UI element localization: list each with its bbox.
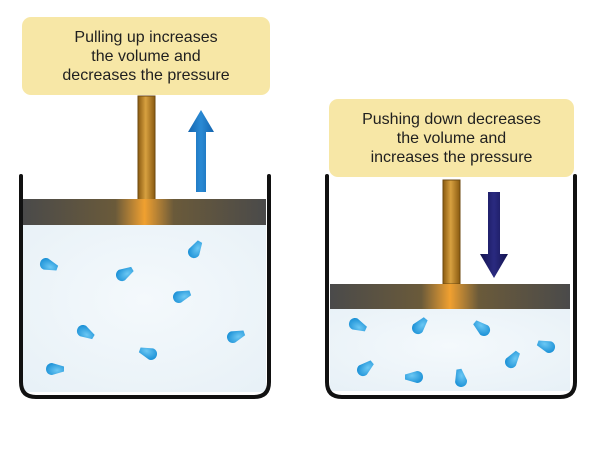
callout-pull-up: Pulling up increases the volume and decr… <box>22 17 270 95</box>
callout-line: the volume and <box>396 129 507 147</box>
callout-line: increases the pressure <box>370 148 533 166</box>
callout-line: Pulling up increases <box>74 28 218 46</box>
left-gas-region <box>23 224 266 392</box>
left-cylinder <box>19 95 271 399</box>
right-container-wall <box>325 174 577 399</box>
callout-push-down: Pushing down decreases the volume and in… <box>329 99 574 177</box>
right-cylinder <box>325 174 577 399</box>
callout-line: Pushing down decreases <box>362 110 541 128</box>
left-container-wall <box>19 174 271 399</box>
callout-line: decreases the pressure <box>62 66 230 84</box>
arrow-up-icon <box>188 110 214 192</box>
right-gas-region <box>330 309 570 391</box>
right-piston-rod <box>442 179 461 285</box>
right-piston-plate <box>330 284 570 309</box>
arrow-down-icon <box>480 192 508 278</box>
callout-line: the volume and <box>91 47 201 65</box>
left-piston-plate <box>23 199 266 225</box>
left-piston-rod <box>137 95 156 201</box>
